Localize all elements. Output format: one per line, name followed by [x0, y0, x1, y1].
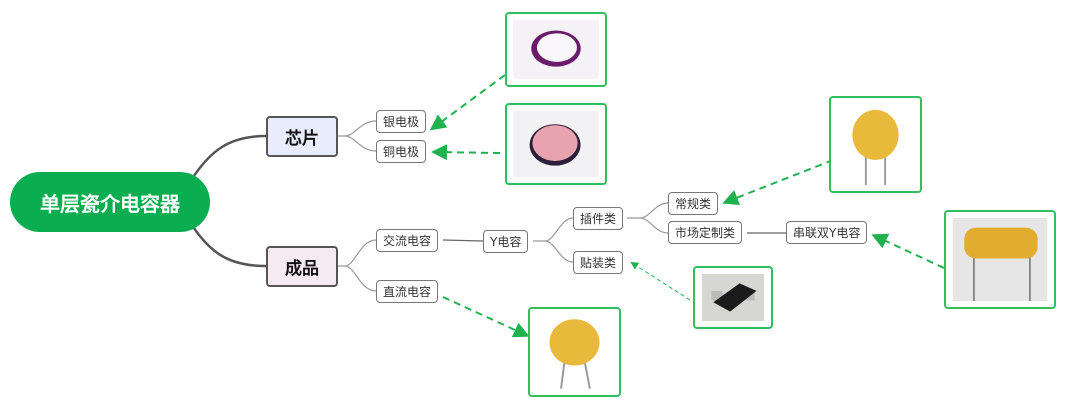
ac-to-y-connector [442, 239, 484, 242]
regular-node[interactable]: 常规类 [668, 192, 719, 215]
product-node[interactable]: 成品 [266, 246, 338, 287]
y-capacitor-node[interactable]: Y电容 [483, 230, 529, 253]
dc-capacitor-node[interactable]: 直流电容 [376, 280, 439, 303]
regular-image-arrow [722, 159, 834, 206]
series-y-node[interactable]: 串联双Y电容 [786, 221, 868, 244]
plugin-to-regular-connector [627, 202, 669, 219]
root-to-chip-connector [188, 134, 267, 183]
plugin-to-custom-connector [639, 217, 669, 234]
chip-to-copper-connector [344, 135, 377, 152]
chip-to-silver-connector [337, 120, 377, 137]
root-node[interactable]: 单层瓷介电容器 [10, 172, 210, 232]
series-image-arrow [871, 233, 945, 269]
chip-node[interactable]: 芯片 [266, 116, 338, 157]
copper-electrode-image [505, 103, 607, 185]
y-to-plugin-connector [533, 217, 574, 242]
smd-image-arrow [630, 261, 691, 301]
plugin-node[interactable]: 插件类 [573, 207, 624, 230]
root-to-product-connector [188, 221, 267, 268]
smd-capacitor-image [693, 266, 773, 329]
dc-capacitor-image [528, 307, 621, 397]
ac-capacitor-node[interactable]: 交流电容 [376, 229, 439, 252]
dc-image-arrow [442, 296, 530, 338]
product-to-dc-connector [344, 265, 377, 292]
silver-image-arrow [429, 74, 506, 131]
custom-node[interactable]: 市场定制类 [668, 221, 743, 244]
regular-capacitor-image [829, 96, 922, 193]
product-to-ac-connector [337, 239, 377, 267]
series-capacitor-image [944, 210, 1056, 309]
y-to-smd-connector [544, 240, 574, 263]
silver-electrode-node[interactable]: 银电极 [376, 110, 427, 133]
copper-electrode-node[interactable]: 铜电极 [376, 140, 427, 163]
smd-node[interactable]: 贴装类 [573, 251, 624, 274]
silver-electrode-image [505, 12, 607, 87]
copper-image-arrow [431, 144, 501, 161]
